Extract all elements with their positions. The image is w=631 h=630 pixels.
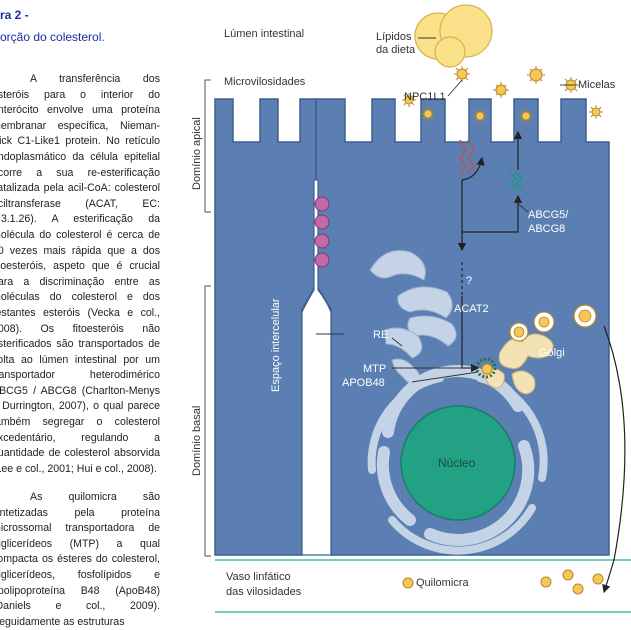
- npc1l1-transporter: [459, 139, 475, 175]
- micelles: [402, 66, 603, 123]
- golgi-apparatus: [483, 333, 554, 395]
- nuclear-envelope: [367, 365, 548, 555]
- enterocyte-left: [214, 98, 317, 556]
- label-quilomicra: Quilomicra: [416, 577, 469, 589]
- label-dominio-basal: Domínio basal: [191, 406, 203, 476]
- label-question: ?: [466, 275, 472, 287]
- label-micelas: Micelas: [578, 79, 616, 91]
- leader-lines: [316, 37, 576, 383]
- intercellular-space: [301, 179, 332, 556]
- label-espaco-intercelular: Espaço intercelular: [270, 298, 282, 392]
- tight-junctions: [314, 196, 330, 268]
- chylomicra-in-lymph: [402, 569, 604, 595]
- article-column: ra 2 - orção do colesterol. A transferên…: [0, 0, 200, 628]
- tight-junction-4: [314, 252, 330, 268]
- label-vaso-line1: Vaso linfático: [226, 571, 291, 583]
- article-paragraph-1: A transferência dos esteróis para o inte…: [0, 73, 160, 475]
- domain-brackets: [204, 79, 211, 557]
- label-dominio-apical: Domínio apical: [191, 117, 203, 190]
- label-acat2: ACAT2: [454, 303, 489, 315]
- label-lumen: Lúmen intestinal: [224, 28, 304, 40]
- article-paragraph-2: As quilomicra são sintetizadas pela prot…: [0, 491, 160, 628]
- abcg5-abcg8-transporter: [508, 171, 524, 191]
- label-npc1l1: NPC1L1: [404, 91, 446, 103]
- endoplasmic-reticulum: [369, 250, 457, 389]
- tight-junction-2: [314, 214, 330, 230]
- tight-junction-1: [314, 196, 330, 212]
- figure-subtitle: orção do colesterol.: [0, 30, 105, 44]
- label-mtp: MTP: [363, 363, 386, 375]
- label-nucleo: Núcleo: [438, 456, 476, 470]
- nucleus: [400, 405, 516, 521]
- label-apob48: APOB48: [342, 377, 385, 389]
- label-microvilosidades: Microvilosidades: [224, 76, 306, 88]
- dietary-lipid-droplet: [414, 4, 493, 68]
- label-abcg-line2: ABCG8: [528, 223, 565, 235]
- nascent-chylomicron: [481, 363, 493, 375]
- figure-title: ra 2 -: [0, 8, 29, 22]
- label-golgi: Golgi: [539, 347, 565, 359]
- label-abcg-line1: ABCG5/: [528, 209, 569, 221]
- label-lipidos-line2: da dieta: [376, 44, 416, 56]
- tight-junction-3: [314, 233, 330, 249]
- secretory-vesicles: [509, 304, 597, 342]
- label-lipidos-line1: Lípidos: [376, 31, 412, 43]
- label-re: RE: [373, 329, 388, 341]
- label-vaso-line2: das vilosidades: [226, 586, 302, 598]
